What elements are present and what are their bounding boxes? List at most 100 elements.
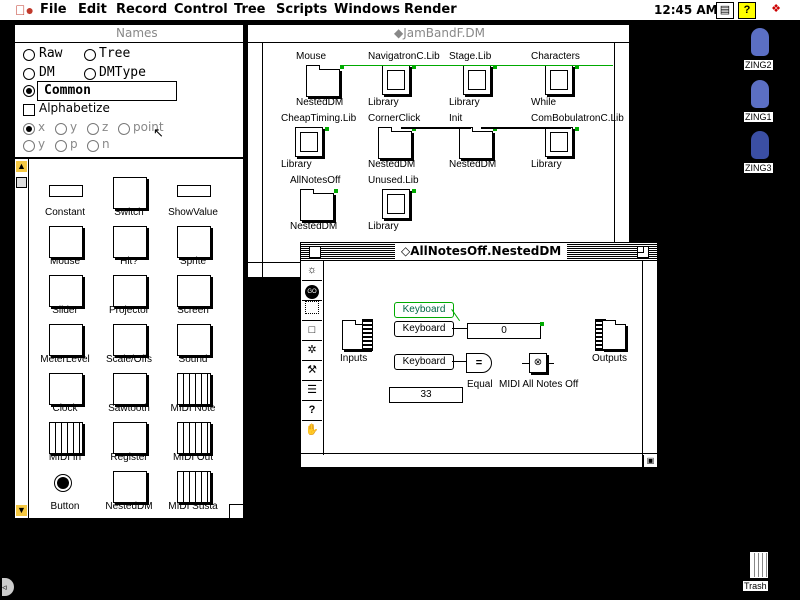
menu-scripts[interactable]: Scripts: [276, 2, 328, 17]
keyboard-pill-2[interactable]: Keyboard: [394, 321, 454, 337]
node-port[interactable]: [493, 127, 497, 131]
node-port[interactable]: [575, 65, 579, 69]
menu-edit[interactable]: Edit: [78, 2, 107, 17]
go-icon[interactable]: GO: [302, 281, 322, 301]
tree-radio[interactable]: [84, 49, 96, 61]
dmtype-radio[interactable]: [84, 68, 96, 80]
palette-item[interactable]: Sound: [161, 320, 225, 369]
node-port[interactable]: [412, 189, 416, 193]
node-port[interactable]: [325, 127, 329, 131]
palette-item[interactable]: Screen: [161, 271, 225, 320]
palette-item[interactable]: Scale/Offs: [97, 320, 161, 369]
palette-item[interactable]: Constant: [33, 173, 97, 222]
menu-tree[interactable]: Tree: [234, 2, 266, 17]
zing2-disk[interactable]: ZING2: [744, 28, 775, 73]
help-icon[interactable]: ?: [302, 401, 322, 421]
menu-file[interactable]: File: [40, 2, 67, 17]
midi-all-notes-off-icon[interactable]: ⊗: [529, 353, 547, 373]
scroll-down-icon[interactable]: ▼: [16, 505, 27, 516]
outputs-folder-icon[interactable]: [602, 320, 626, 350]
menu-control[interactable]: Control: [174, 2, 228, 17]
palette-item[interactable]: NestedDM: [97, 467, 161, 516]
equal-gate-icon[interactable]: =: [466, 353, 492, 373]
palette-item[interactable]: MIDI Out: [161, 418, 225, 467]
trash[interactable]: Trash: [742, 548, 774, 593]
palette-item[interactable]: Switch: [97, 173, 161, 222]
ear-icon[interactable]: ☼: [302, 261, 322, 281]
palette-item[interactable]: MIDI Note: [161, 369, 225, 418]
jamband-titlebar[interactable]: ◆JamBandF.DM: [248, 25, 629, 43]
palette-item[interactable]: MeterLevel: [33, 320, 97, 369]
point-radio[interactable]: [118, 123, 130, 135]
z-radio[interactable]: [87, 123, 99, 135]
nested-titlebar[interactable]: ◇AllNotesOff.NestedDM: [301, 243, 657, 261]
control-strip-tab-icon[interactable]: ◃: [2, 578, 14, 596]
zing1-disk[interactable]: ZING1: [744, 80, 775, 125]
select-icon[interactable]: [302, 301, 322, 321]
wrench-icon[interactable]: ⚒: [302, 361, 322, 381]
common-radio[interactable]: [23, 85, 35, 97]
nested-scrollbar[interactable]: [642, 261, 657, 467]
nested-grow-box[interactable]: ▣: [643, 455, 657, 467]
palette-item[interactable]: Sprite: [161, 222, 225, 271]
application-menu-icon[interactable]: ❖: [771, 3, 781, 15]
palette-scrollbar[interactable]: ▲ ▼: [15, 159, 29, 518]
palette-item[interactable]: Button: [33, 467, 97, 516]
node-port[interactable]: [412, 127, 416, 131]
close-box-icon[interactable]: [309, 246, 321, 258]
apple-menu-icon[interactable]: ●: [15, 2, 34, 18]
link-icon[interactable]: ✲: [302, 341, 322, 361]
hand-icon[interactable]: ✋: [305, 424, 319, 436]
common-field[interactable]: Common: [37, 81, 177, 101]
palette-item[interactable]: MIDI In: [33, 418, 97, 467]
raw-radio[interactable]: [23, 49, 35, 61]
menu-clock[interactable]: 12:45 AM: [654, 3, 718, 17]
p-radio[interactable]: [55, 140, 67, 152]
n-radio[interactable]: [87, 140, 99, 152]
node-port[interactable]: [575, 127, 579, 131]
node-port[interactable]: [340, 65, 344, 69]
palette-item[interactable]: Projector: [97, 271, 161, 320]
nested-hscrollbar[interactable]: [301, 453, 657, 467]
node-port[interactable]: [493, 65, 497, 69]
control-strip-icon[interactable]: ▤: [716, 2, 734, 19]
menu-windows[interactable]: Windows: [334, 2, 401, 17]
x-radio[interactable]: [23, 123, 35, 135]
palette-item[interactable]: Hit?: [97, 222, 161, 271]
palette-item[interactable]: Mouse: [33, 222, 97, 271]
names-titlebar[interactable]: Names: [15, 25, 243, 43]
keyboard-pill-1[interactable]: Keyboard: [394, 302, 454, 318]
script-icon[interactable]: □: [302, 321, 322, 341]
alphabetize-checkbox[interactable]: [23, 104, 35, 116]
palette-item[interactable]: Slider: [33, 271, 97, 320]
value-box-2[interactable]: 33: [389, 387, 463, 403]
menu-record[interactable]: Record: [116, 2, 168, 17]
dm-radio[interactable]: [23, 68, 35, 80]
palette-item[interactable]: MIDI Susta: [161, 467, 225, 516]
palette-item[interactable]: ShowValue: [161, 173, 225, 222]
scroll-thumb[interactable]: [16, 177, 27, 188]
list-icon[interactable]: ☰: [302, 381, 322, 401]
y2-radio[interactable]: [23, 140, 35, 152]
scroll-up-icon[interactable]: ▲: [16, 161, 27, 172]
palette-item[interactable]: Register: [97, 418, 161, 467]
jamband-scrollbar[interactable]: [614, 42, 629, 277]
zing3-disk[interactable]: ZING3: [744, 131, 775, 176]
menu-render[interactable]: Render: [404, 2, 457, 17]
grow-box[interactable]: [229, 504, 243, 518]
value-box-1[interactable]: 0: [467, 323, 541, 339]
help-menu-icon[interactable]: ?: [738, 2, 756, 19]
y-radio[interactable]: [55, 123, 67, 135]
palette-item[interactable]: Sawtooth: [97, 369, 161, 418]
node-port[interactable]: [412, 65, 416, 69]
